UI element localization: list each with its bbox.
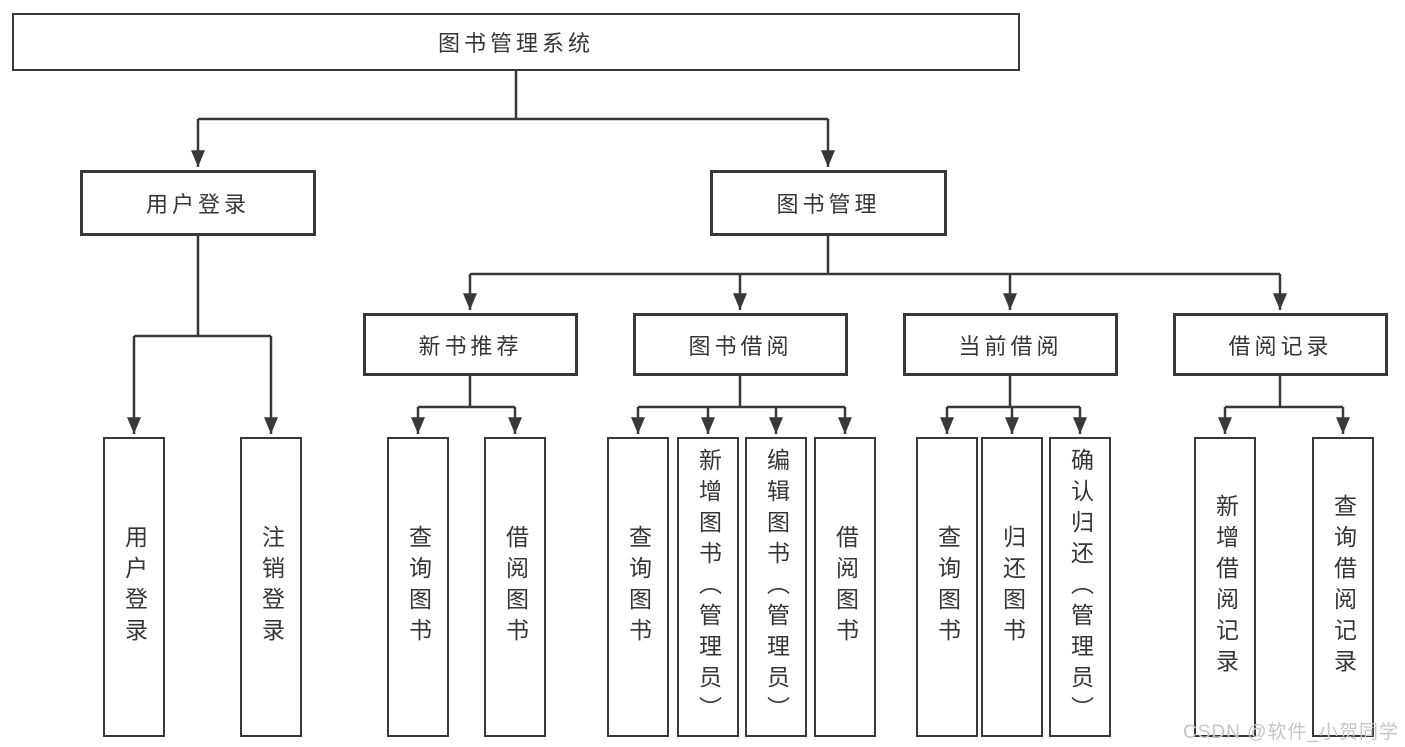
node-label: 确认归还（管理员）: [1067, 447, 1094, 727]
leaf-user-login: 用户登录: [103, 437, 165, 737]
node-label: 编辑图书（管理员）: [763, 447, 790, 727]
connector-userlogin-stem: [134, 236, 271, 338]
leaf-add-books-admin: 新增图书（管理员）: [677, 437, 739, 737]
node-label: 归还图书: [999, 525, 1026, 649]
node-borrowing-records: 借阅记录: [1173, 313, 1388, 376]
node-label: 新增图书（管理员）: [695, 447, 722, 727]
connector-records-stem: [1225, 376, 1343, 409]
node-label: 新增借阅记录: [1212, 494, 1239, 680]
node-label: 注销登录: [258, 525, 285, 649]
connector-current-stem: [947, 376, 1080, 409]
connector-borrow-stem: [638, 376, 845, 409]
node-label: 查询借阅记录: [1330, 494, 1357, 680]
node-label: 借阅图书: [502, 525, 529, 649]
node-user-login: 用户登录: [80, 170, 316, 236]
node-label: 用户登录: [121, 525, 148, 649]
leaf-query-books-current: 查询图书: [916, 437, 978, 737]
leaf-logout: 注销登录: [240, 437, 302, 737]
node-label: 查询图书: [625, 525, 652, 649]
leaf-borrow-books: 借阅图书: [814, 437, 876, 737]
node-label: 图书管理系统: [437, 31, 594, 56]
node-label: 借阅记录: [1228, 333, 1333, 359]
leaf-query-books-borrow: 查询图书: [607, 437, 669, 737]
node-label: 新书推荐: [418, 333, 523, 359]
node-current-borrowing: 当前借阅: [903, 313, 1118, 376]
leaf-query-borrow-record: 查询借阅记录: [1312, 437, 1374, 737]
connector-newbook-stem: [418, 376, 515, 409]
node-book-borrowing: 图书借阅: [633, 313, 848, 376]
node-label: 图书借阅: [688, 333, 793, 359]
node-label: 图书管理: [776, 192, 881, 217]
connector-root-stem: [198, 70, 828, 121]
leaf-query-books-recommend: 查询图书: [387, 437, 449, 737]
leaf-add-borrow-record: 新增借阅记录: [1194, 437, 1256, 737]
node-label: 查询图书: [934, 525, 961, 649]
node-label: 查询图书: [405, 525, 432, 649]
node-new-book-recommendation: 新书推荐: [363, 313, 578, 376]
node-book-management: 图书管理: [710, 170, 947, 236]
leaf-return-books: 归还图书: [981, 437, 1043, 737]
leaf-borrow-books-recommend: 借阅图书: [484, 437, 546, 737]
connector-bookmgmt-stem: [470, 236, 1280, 276]
node-label: 当前借阅: [958, 333, 1063, 359]
node-library-management-system: 图书管理系统: [12, 13, 1020, 71]
node-label: 借阅图书: [832, 525, 859, 649]
leaf-confirm-return-admin: 确认归还（管理员）: [1049, 437, 1111, 737]
node-label: 用户登录: [145, 192, 250, 217]
csdn-watermark: CSDN @软件_小贺同学: [1183, 722, 1399, 743]
leaf-edit-books-admin: 编辑图书（管理员）: [745, 437, 807, 737]
